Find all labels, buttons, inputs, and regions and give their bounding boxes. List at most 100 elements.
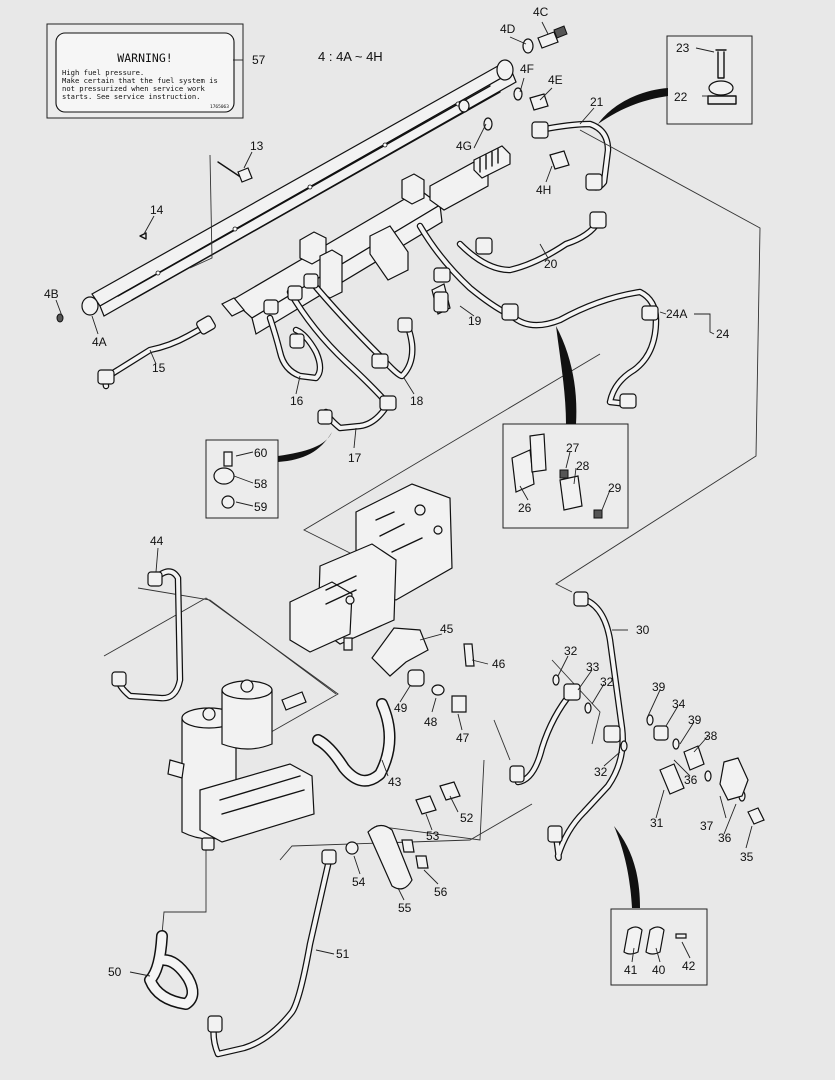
callout-43: 43 xyxy=(388,775,402,789)
callout-20: 20 xyxy=(544,257,558,271)
fuel-rail xyxy=(81,59,517,317)
fuel-line-33 xyxy=(509,683,669,786)
callout-4A: 4A xyxy=(92,335,107,349)
callout-4D: 4D xyxy=(500,22,516,36)
callout-42: 42 xyxy=(682,959,696,973)
warning-title: WARNING! xyxy=(117,51,172,65)
bolt-13-icon xyxy=(217,161,253,183)
callout-18: 18 xyxy=(410,394,424,408)
callout-38: 38 xyxy=(704,729,718,743)
warning-code: 1765063 xyxy=(210,104,229,110)
callout-13: 13 xyxy=(250,139,264,153)
warning-decal xyxy=(55,32,235,113)
callout-23: 23 xyxy=(676,41,690,55)
clamp-plate-icon xyxy=(707,95,737,105)
callout-55: 55 xyxy=(398,901,412,915)
callout-51: 51 xyxy=(336,947,350,961)
callout-4F: 4F xyxy=(520,62,534,76)
callout-4C: 4C xyxy=(533,5,549,19)
callout-4E: 4E xyxy=(548,73,563,87)
assembly-guide-lines xyxy=(103,129,761,935)
bracket-inset-26-29 xyxy=(502,423,629,529)
callout-labels: 57 4C 4D 4F 4E 21 23 22 13 14 4G 4H 4B 4… xyxy=(44,5,754,979)
bolt-46-icon xyxy=(463,643,475,667)
clip-inset-pointer xyxy=(278,432,332,462)
callout-36a: 36 xyxy=(684,773,698,787)
callout-40: 40 xyxy=(652,963,666,977)
callout-14: 14 xyxy=(150,203,164,217)
clip-inset-pointer-2 xyxy=(614,826,640,908)
clip-inset-58-60 xyxy=(205,439,279,519)
callout-45: 45 xyxy=(440,622,454,636)
rail-fittings xyxy=(56,25,570,323)
pump-bracket-45 xyxy=(371,627,429,677)
high-pressure-pump xyxy=(289,483,453,653)
callout-22: 22 xyxy=(674,90,688,104)
fuel-line-51 xyxy=(207,849,337,1058)
bracket-inset-pointer xyxy=(556,326,577,424)
callout-49: 49 xyxy=(394,701,408,715)
callout-leaders xyxy=(55,21,753,977)
warning-line-3: not pressurized when service work xyxy=(62,84,205,93)
callout-56: 56 xyxy=(434,885,448,899)
fuel-filter-assembly xyxy=(167,679,315,851)
callout-17: 17 xyxy=(348,451,362,465)
warning-line-1: High fuel pressure. xyxy=(62,68,144,77)
fittings-52-56 xyxy=(345,781,461,890)
clip-inset-40-42 xyxy=(610,908,708,986)
callout-31: 31 xyxy=(650,816,664,830)
callout-30: 30 xyxy=(636,623,650,637)
callout-4H: 4H xyxy=(536,183,551,197)
callout-54: 54 xyxy=(352,875,366,889)
warning-label-inset: WARNING! High fuel pressure. Make certai… xyxy=(46,23,244,119)
callout-41: 41 xyxy=(624,963,638,977)
callout-50: 50 xyxy=(108,965,122,979)
warning-line-2: Make certain that the fuel system is xyxy=(62,76,218,85)
callout-53: 53 xyxy=(426,829,440,843)
callout-32a: 32 xyxy=(564,644,578,658)
callout-19: 19 xyxy=(468,314,482,328)
warning-line-4: starts. See service instruction. xyxy=(62,92,200,101)
callout-52: 52 xyxy=(460,811,474,825)
callout-33: 33 xyxy=(586,660,600,674)
fittings-31-38 xyxy=(659,745,765,825)
callout-39b: 39 xyxy=(688,713,702,727)
callout-35: 35 xyxy=(740,850,754,864)
callout-37: 37 xyxy=(700,819,714,833)
callout-26: 26 xyxy=(518,501,532,515)
callout-36b: 36 xyxy=(718,831,732,845)
callout-15: 15 xyxy=(152,361,166,375)
callout-24: 24 xyxy=(716,327,730,341)
callout-44: 44 xyxy=(150,534,164,548)
callout-29: 29 xyxy=(608,481,622,495)
callout-4B: 4B xyxy=(44,287,59,301)
fuel-line-30 xyxy=(547,591,626,861)
callout-46: 46 xyxy=(492,657,506,671)
callout-21: 21 xyxy=(590,95,604,109)
clamp-inset-pointer xyxy=(598,88,668,124)
callout-28: 28 xyxy=(576,459,590,473)
callout-57: 57 xyxy=(252,53,266,67)
callout-27: 27 xyxy=(566,441,580,455)
fuel-line-44 xyxy=(111,568,184,702)
callout-39a: 39 xyxy=(652,680,666,694)
callout-16: 16 xyxy=(290,394,304,408)
view-note: 4 : 4A ~ 4H xyxy=(318,49,383,64)
callout-34: 34 xyxy=(672,697,686,711)
mount-parts-47-49 xyxy=(407,669,467,713)
hose-50 xyxy=(144,930,199,1010)
callout-32b: 32 xyxy=(600,675,614,689)
callout-32c: 32 xyxy=(594,765,608,779)
clamp-bolt-icon xyxy=(715,49,727,79)
callout-47: 47 xyxy=(456,731,470,745)
hose-43 xyxy=(312,698,396,787)
callout-48: 48 xyxy=(424,715,438,729)
callout-58: 58 xyxy=(254,477,268,491)
callout-4G: 4G xyxy=(456,139,472,153)
callout-59: 59 xyxy=(254,500,268,514)
callout-60: 60 xyxy=(254,446,268,460)
line-nuts-upper xyxy=(97,121,659,425)
pin-14-icon xyxy=(139,232,147,240)
clamp-ring-icon xyxy=(708,80,734,96)
